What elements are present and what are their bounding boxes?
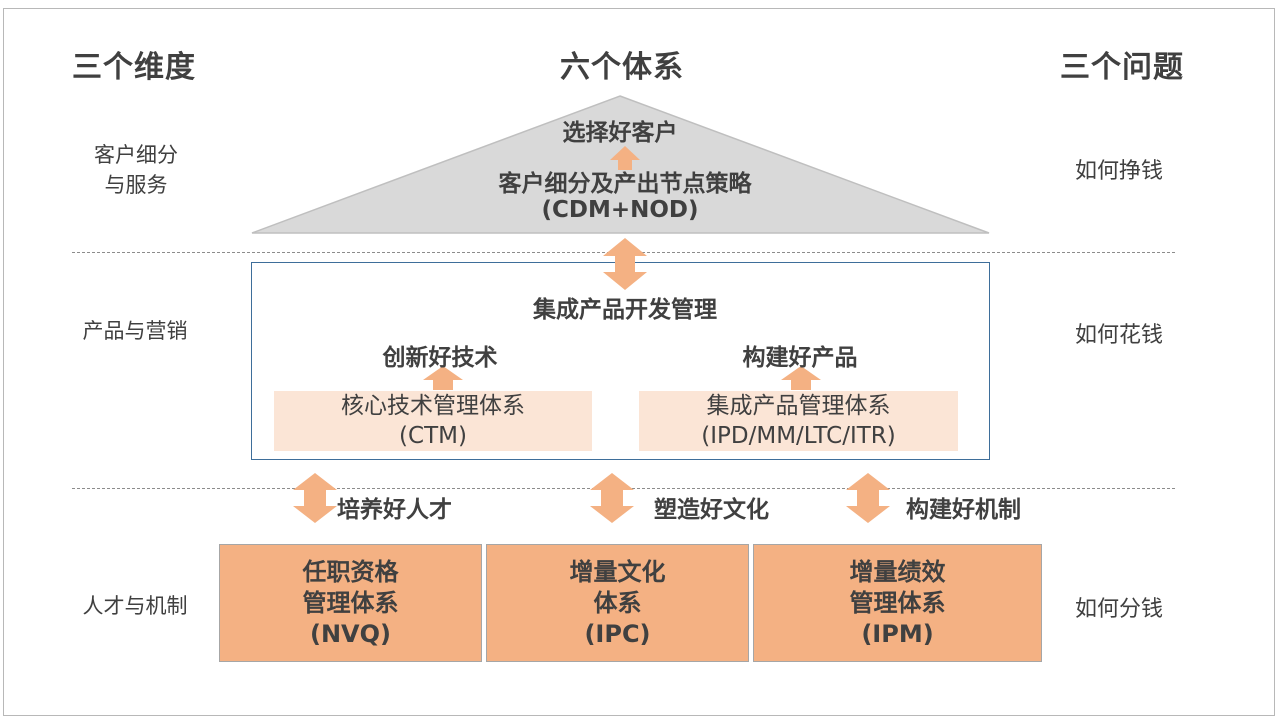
roof-abbr: (CDM+NOD) <box>541 197 699 223</box>
nvq-box: 任职资格 管理体系 (NVQ) <box>219 544 482 662</box>
mechanism-double-arrow-icon <box>846 473 890 523</box>
roof-system: 客户细分及产出节点策略 <box>498 171 752 197</box>
ipc-box: 增量文化 体系 (IPC) <box>486 544 749 662</box>
middle-goal-product: 构建好产品 <box>742 345 858 371</box>
tech-up-arrow-icon <box>423 366 463 390</box>
connector-talent: 培养好人才 <box>337 497 452 523</box>
dimension-product: 产品与营销 <box>82 319 188 343</box>
slide-frame <box>3 8 1275 716</box>
talent-double-arrow-icon <box>293 473 337 523</box>
question-share: 如何分钱 <box>1075 597 1164 622</box>
ctm-system-box: 核心技术管理体系 (CTM) <box>274 391 592 451</box>
ipm-box: 增量绩效 管理体系 (IPM) <box>753 544 1042 662</box>
connector-mechanism: 构建好机制 <box>906 497 1021 523</box>
dimension-talent: 人才与机制 <box>82 594 188 618</box>
header-dimensions: 三个维度 <box>72 50 196 85</box>
product-up-arrow-icon <box>781 366 821 390</box>
middle-title: 集成产品开发管理 <box>533 297 717 323</box>
dimension-customer: 客户细分 与服务 <box>94 143 178 197</box>
question-earn: 如何挣钱 <box>1075 159 1164 184</box>
roof-up-arrow-icon <box>610 146 640 170</box>
roof-goal: 选择好客户 <box>562 120 678 146</box>
roof-middle-double-arrow-icon <box>603 238 647 290</box>
header-systems: 六个体系 <box>560 50 684 85</box>
connector-culture: 塑造好文化 <box>654 497 769 523</box>
culture-double-arrow-icon <box>590 473 634 523</box>
ipd-system-box: 集成产品管理体系 (IPD/MM/LTC/ITR) <box>639 391 958 451</box>
header-questions: 三个问题 <box>1060 50 1184 85</box>
question-spend: 如何花钱 <box>1075 323 1164 348</box>
middle-goal-tech: 创新好技术 <box>382 345 498 371</box>
